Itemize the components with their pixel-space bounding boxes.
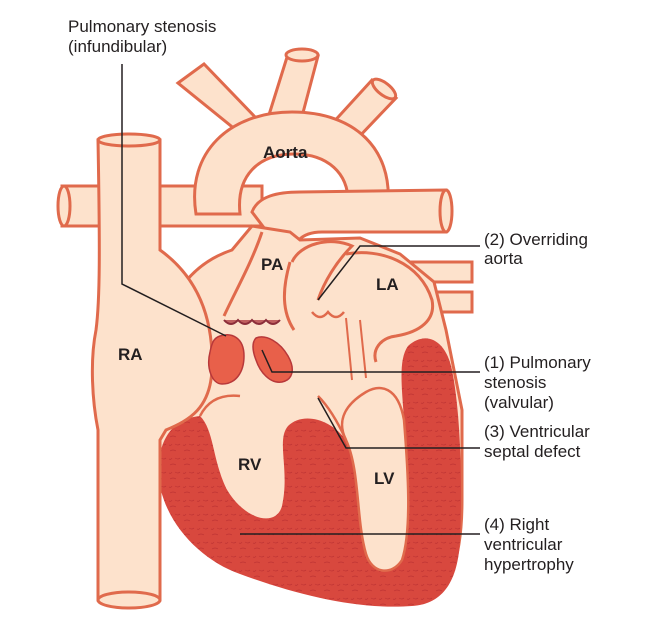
aortic-arch (193, 110, 390, 216)
overriding-aorta-root (290, 240, 355, 301)
svc-opening (96, 132, 162, 148)
pa-branch-end (438, 188, 454, 234)
pulmonary-valve (223, 318, 281, 325)
infundibular-stenosis-left (252, 336, 294, 383)
chamber-label-pa: PA (261, 255, 283, 274)
leader-septal-defect (317, 397, 480, 449)
leader-overriding-aorta (317, 245, 480, 301)
label-right-ventricular-hypertrophy: (4) Right ventricular hypertrophy (484, 515, 574, 574)
septal-defect-edge (317, 395, 348, 441)
label-overriding-aorta: (2) Overriding aorta (484, 230, 593, 268)
leader-lines (121, 64, 480, 535)
left-ventricle-cavity (340, 386, 410, 572)
chamber-label-aorta: Aorta (263, 143, 308, 162)
chamber-label-lv: LV (374, 469, 395, 488)
chamber-label-rv: RV (238, 455, 262, 474)
chamber-label-ra: RA (118, 345, 143, 364)
leader-valvular-stenosis (261, 349, 480, 373)
myocardium-texture (158, 338, 462, 607)
right-ventricle-wall (198, 394, 241, 417)
aortic-valve (311, 310, 345, 319)
label-pulmonary-stenosis-infundibular: Pulmonary stenosis (infundibular) (68, 17, 221, 56)
infundibular-stenosis-right (208, 334, 245, 385)
left-atrium (345, 251, 435, 363)
label-pulmonary-stenosis-valvular: (1) Pulmonary stenosis (valvular) (484, 353, 596, 412)
mitral-chordae (345, 317, 367, 381)
pulmonary-trunk (222, 231, 296, 331)
chamber-label-la: LA (376, 275, 399, 294)
leader-infundibular (121, 64, 227, 337)
label-ventricular-septal-defect: (3) Ventricular septal defect (484, 422, 595, 461)
ivc-opening (96, 590, 162, 610)
